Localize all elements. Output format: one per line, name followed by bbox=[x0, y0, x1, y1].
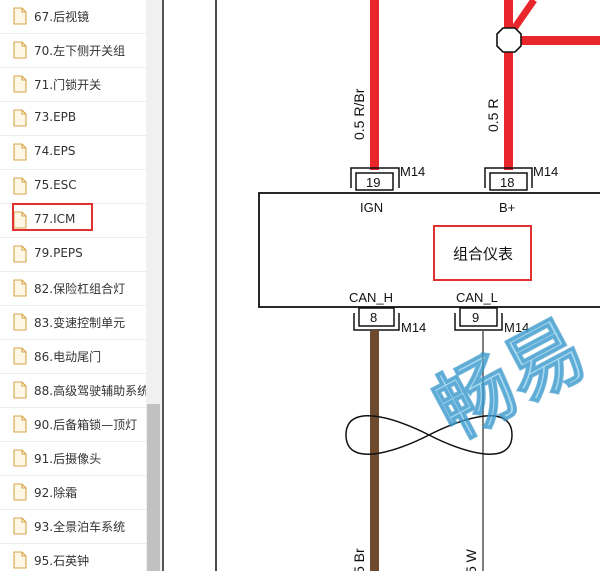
sidebar-item[interactable]: 90.后备箱锁—顶灯 bbox=[0, 408, 146, 442]
connector-19-name: M14 bbox=[400, 164, 425, 179]
connector-8-name: M14 bbox=[401, 320, 426, 335]
file-icon bbox=[13, 279, 27, 297]
scrollbar-thumb[interactable] bbox=[147, 404, 160, 571]
ign-signal-label: IGN bbox=[360, 200, 383, 215]
sidebar-item[interactable]: 92.除霜 bbox=[0, 476, 146, 510]
connector-9-box bbox=[459, 307, 498, 327]
can-h-wire bbox=[370, 330, 379, 571]
ign-wire bbox=[370, 0, 379, 170]
sidebar-item[interactable]: 77.ICM bbox=[0, 204, 146, 238]
sidebar-item[interactable]: 88.高级驾驶辅助系统 bbox=[0, 374, 146, 408]
splice-node bbox=[496, 27, 522, 53]
can-l-wire-label: 5 W bbox=[463, 548, 479, 571]
file-icon bbox=[13, 143, 27, 161]
can-h-wire-label: 5 Br bbox=[351, 548, 367, 571]
sidebar-item[interactable]: 91.后摄像头 bbox=[0, 442, 146, 476]
file-icon bbox=[13, 551, 27, 569]
sidebar-item[interactable]: 83.变速控制单元 bbox=[0, 306, 146, 340]
sidebar-item[interactable]: 93.全景泊车系统 bbox=[0, 510, 146, 544]
sidebar-item-label: 92.除霜 bbox=[34, 486, 78, 500]
can-l-signal-label: CAN_L bbox=[456, 290, 498, 305]
connector-9-name: M14 bbox=[504, 320, 529, 335]
bplus-wire bbox=[504, 0, 513, 170]
sidebar-item-label: 88.高级驾驶辅助系统 bbox=[34, 384, 146, 398]
bplus-wire-label: 0.5 R bbox=[485, 99, 501, 132]
connector-18-box bbox=[489, 172, 528, 191]
bplus-branch-wire bbox=[509, 36, 600, 45]
sidebar-item-label: 95.石英钟 bbox=[34, 554, 90, 568]
module-box bbox=[258, 192, 600, 308]
module-name-highlight bbox=[433, 225, 532, 281]
sidebar-item[interactable]: 75.ESC bbox=[0, 170, 146, 204]
sidebar-item-label: 73.EPB bbox=[34, 110, 77, 124]
connector-19-housing bbox=[350, 167, 400, 188]
sidebar-item-label: 90.后备箱锁—顶灯 bbox=[34, 418, 138, 432]
sidebar-item[interactable]: 82.保险杠组合灯 bbox=[0, 272, 146, 306]
sidebar-item-label: 71.门锁开关 bbox=[34, 78, 102, 92]
sidebar-item[interactable]: 79.PEPS bbox=[0, 238, 146, 272]
wiring-diagram: 0.5 R/Br 0.5 R 19 M14 18 M14 IGN B+ 组合仪表… bbox=[215, 0, 600, 571]
twisted-pair-symbol bbox=[345, 415, 513, 455]
file-list-sidebar: 67.后视镜 70.左下侧开关组 71.门锁开关 73.EPB 74.EPS 75.ESC… bbox=[0, 0, 146, 571]
file-icon bbox=[13, 7, 27, 25]
file-icon bbox=[13, 347, 27, 365]
sidebar-item-label: 93.全景泊车系统 bbox=[34, 520, 126, 534]
sidebar-item-label: 77.ICM bbox=[34, 212, 76, 226]
sidebar-item[interactable]: 71.门锁开关 bbox=[0, 68, 146, 102]
viewer-border bbox=[162, 0, 164, 571]
file-icon bbox=[13, 449, 27, 467]
sidebar-item[interactable]: 74.EPS bbox=[0, 136, 146, 170]
file-icon bbox=[13, 75, 27, 93]
sidebar-item-label: 82.保险杠组合灯 bbox=[34, 282, 126, 296]
connector-19-pin: 19 bbox=[366, 175, 380, 190]
sidebar-item[interactable]: 67.后视镜 bbox=[0, 0, 146, 34]
can-h-signal-label: CAN_H bbox=[349, 290, 393, 305]
file-icon bbox=[13, 313, 27, 331]
sidebar-item[interactable]: 95.石英钟 bbox=[0, 544, 146, 571]
sidebar-item[interactable]: 73.EPB bbox=[0, 102, 146, 136]
connector-18-name: M14 bbox=[533, 164, 558, 179]
sidebar-item-label: 70.左下侧开关组 bbox=[34, 44, 126, 58]
sidebar-item-label: 75.ESC bbox=[34, 178, 77, 192]
sidebar-item-label: 83.变速控制单元 bbox=[34, 316, 126, 330]
connector-18-housing bbox=[484, 167, 533, 188]
connector-19-box bbox=[355, 172, 394, 191]
sidebar-item[interactable]: 86.电动尾门 bbox=[0, 340, 146, 374]
file-icon bbox=[13, 211, 27, 229]
sidebar-item-label: 74.EPS bbox=[34, 144, 76, 158]
file-icon bbox=[13, 415, 27, 433]
sidebar-item-label: 91.后摄像头 bbox=[34, 452, 102, 466]
file-icon bbox=[13, 517, 27, 535]
selection-highlight bbox=[12, 203, 93, 231]
module-name: 组合仪表 bbox=[453, 245, 513, 263]
connector-18-pin: 18 bbox=[500, 175, 514, 190]
sidebar-item[interactable]: 70.左下侧开关组 bbox=[0, 34, 146, 68]
connector-9-pin: 9 bbox=[472, 310, 479, 325]
sidebar-item-label: 67.后视镜 bbox=[34, 10, 90, 24]
connector-9-housing bbox=[454, 313, 503, 331]
file-icon bbox=[13, 109, 27, 127]
file-icon bbox=[13, 245, 27, 263]
file-icon bbox=[13, 483, 27, 501]
bplus-signal-label: B+ bbox=[499, 200, 515, 215]
file-icon bbox=[13, 381, 27, 399]
connector-8-pin: 8 bbox=[370, 310, 377, 325]
sidebar-item-label: 79.PEPS bbox=[34, 246, 83, 260]
sidebar-item-label: 86.电动尾门 bbox=[34, 350, 102, 364]
connector-8-box bbox=[358, 307, 395, 327]
file-icon bbox=[13, 41, 27, 59]
file-icon bbox=[13, 177, 27, 195]
ign-wire-label: 0.5 R/Br bbox=[351, 88, 367, 140]
